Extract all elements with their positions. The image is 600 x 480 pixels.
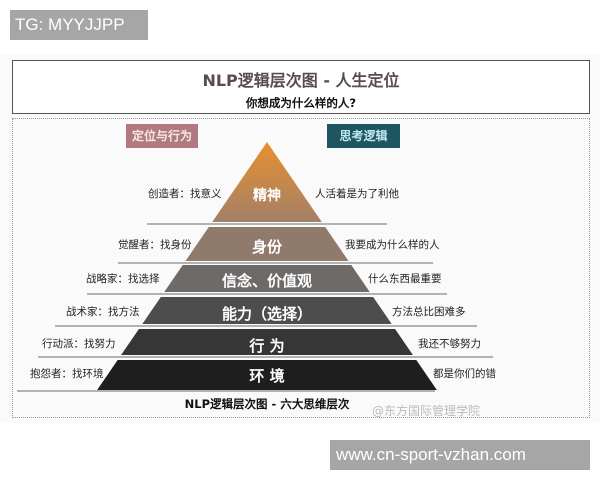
level-role: 战略家：找选择 — [86, 273, 160, 285]
watermark: @东方国际管理学院 — [372, 404, 481, 418]
level-thinking: 什么东西最重要 — [368, 273, 442, 285]
title-box: NLP逻辑层次图 - 人生定位 你想成为什么样的人? — [12, 60, 590, 114]
pyramid-level-3 — [164, 265, 370, 292]
level-role: 觉醒者：找身份 — [118, 239, 192, 251]
right-column-header: 思考逻辑 — [327, 124, 400, 148]
bottom-tag: www.cn-sport-vzhan.com — [330, 440, 590, 470]
level-name: 环 境 — [249, 366, 285, 385]
pyramid-caption: NLP逻辑层次图 - 六大思维层次 — [184, 397, 350, 411]
pyramid-level-6 — [97, 360, 437, 390]
level-thinking: 我要成为什么样的人 — [345, 239, 440, 251]
level-name: 信念、价值观 — [221, 271, 312, 290]
level-name: 行 为 — [249, 336, 285, 355]
level-thinking: 都是你们的错 — [433, 368, 496, 380]
pyramid-level-1 — [212, 142, 322, 222]
level-thinking: 人活着是为了利他 — [315, 188, 399, 200]
level-role: 抱怨者：找环境 — [30, 368, 104, 380]
level-thinking: 我还不够努力 — [418, 338, 481, 350]
level-thinking: 方法总比困难多 — [392, 306, 466, 318]
level-role: 战术家：找方法 — [66, 306, 140, 318]
level-role: 行动派：找努力 — [42, 338, 116, 350]
infographic-title: NLP逻辑层次图 - 人生定位 — [202, 71, 400, 90]
top-tag: TG: MYYJJPP — [10, 10, 148, 40]
infographic-subtitle: 你想成为什么样的人? — [245, 96, 357, 110]
level-name: 精神 — [253, 188, 281, 204]
pyramid-frame — [12, 118, 590, 418]
level-role: 创造者：找意义 — [148, 188, 222, 200]
pyramid-level-5 — [121, 329, 413, 355]
pyramid-level-2 — [185, 227, 349, 261]
left-column-header: 定位与行为 — [126, 124, 198, 148]
level-name: 能力（选择） — [221, 304, 312, 323]
level-name: 身份 — [251, 237, 282, 256]
pyramid-level-4 — [142, 297, 392, 324]
